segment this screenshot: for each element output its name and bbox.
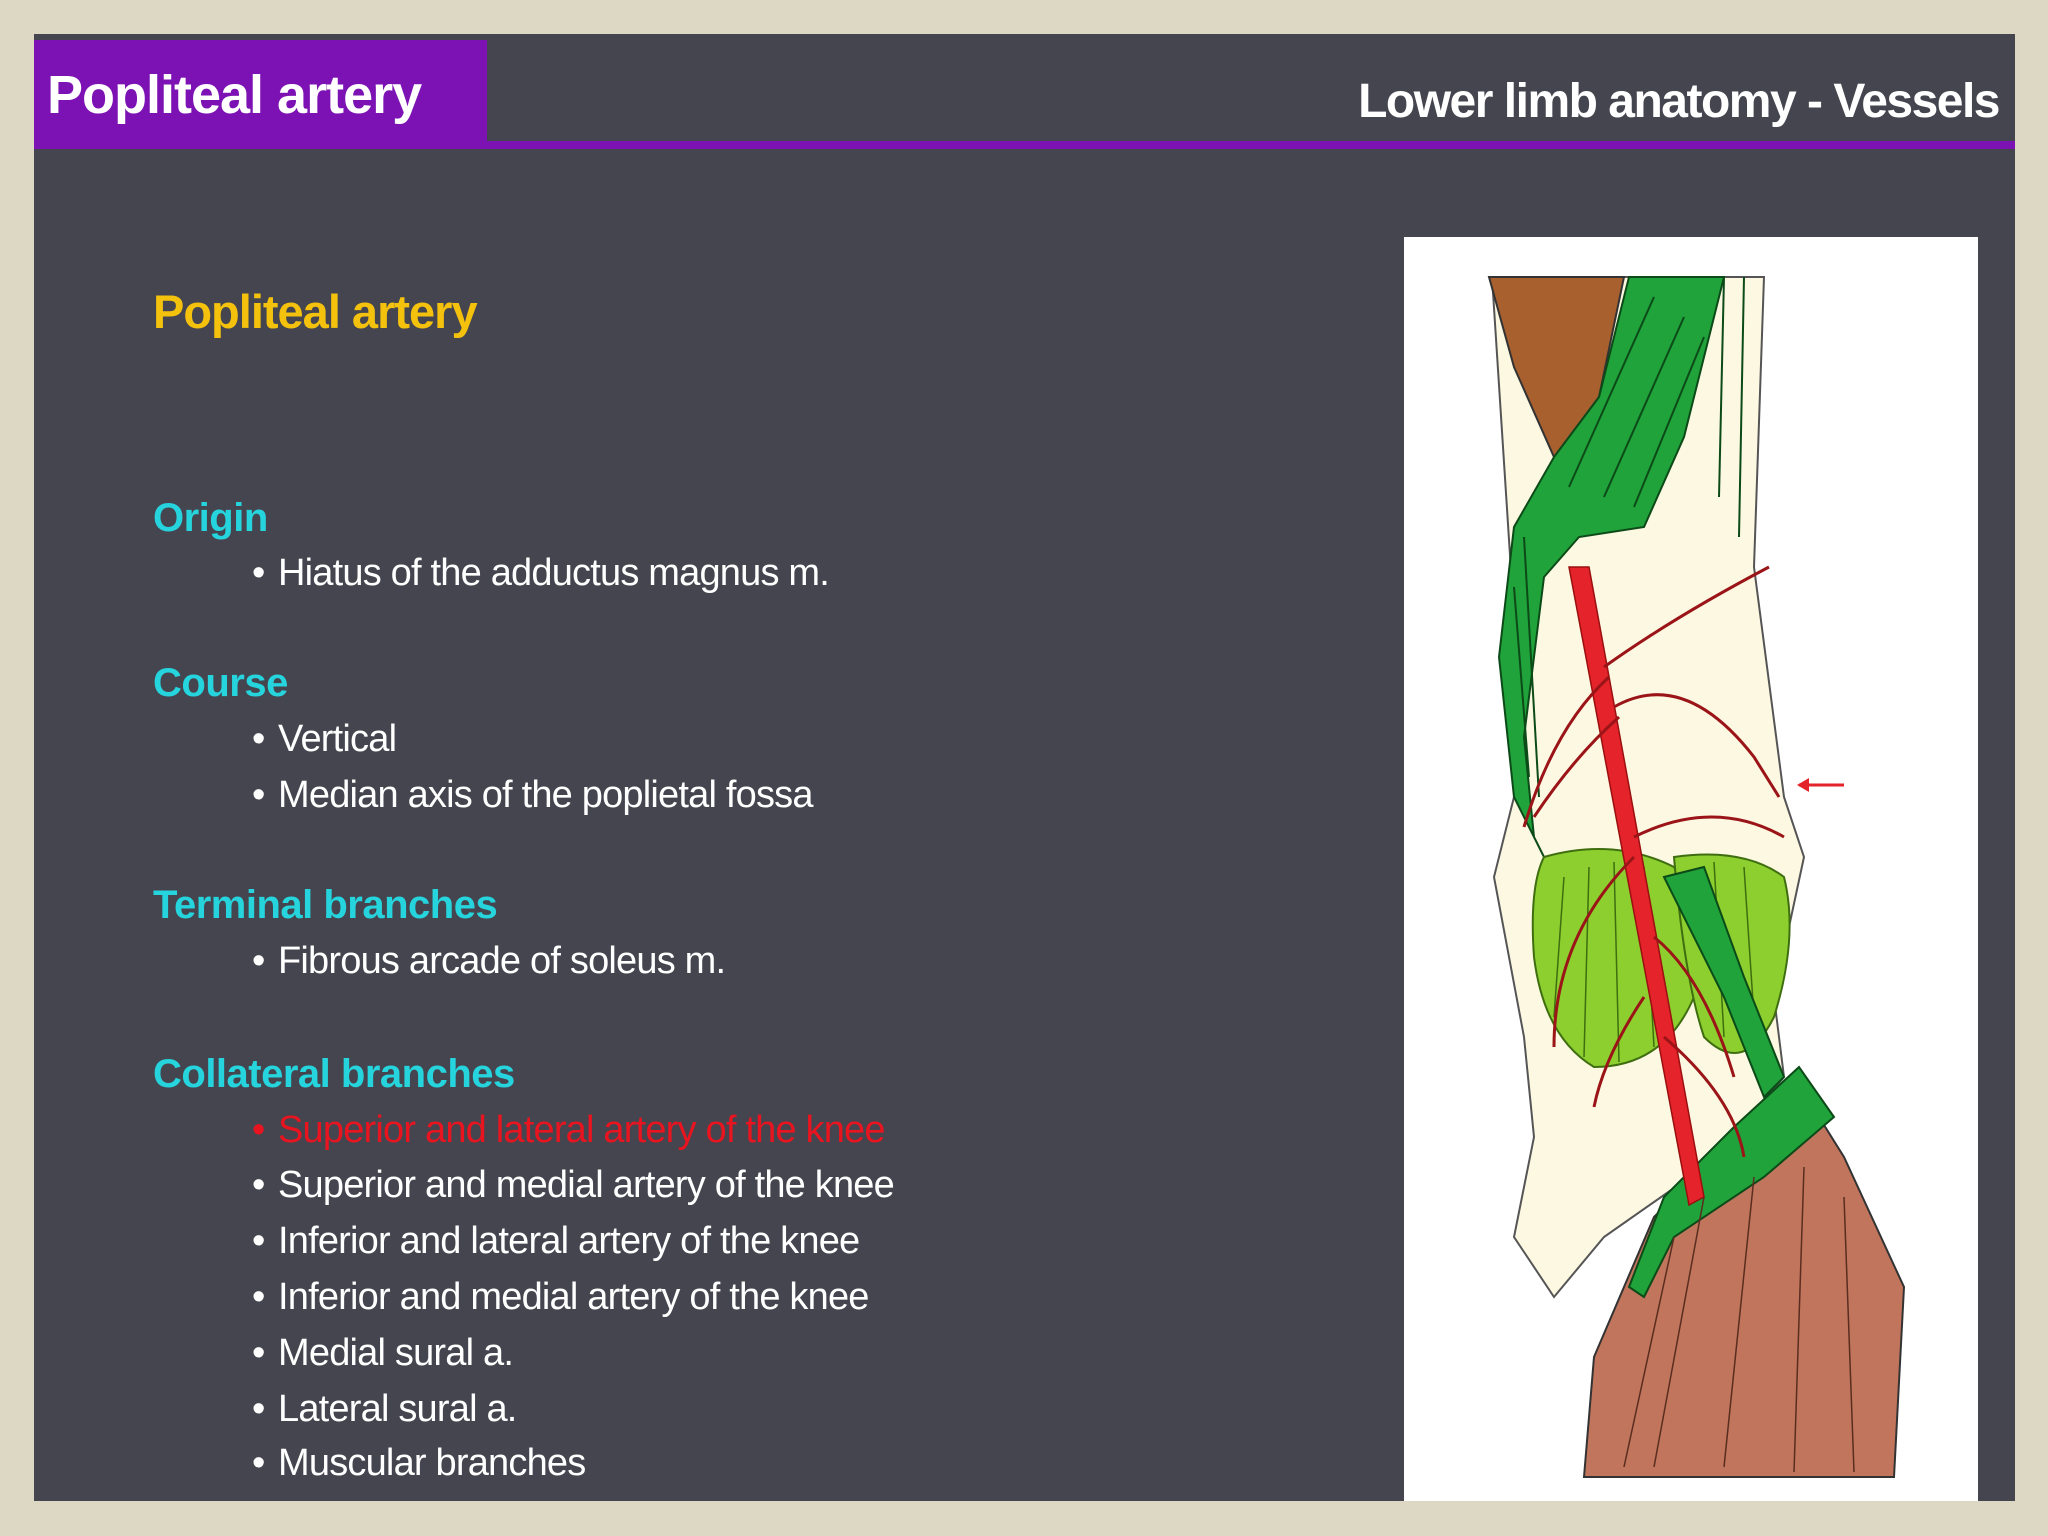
slide: Popliteal artery Lower limb anatomy - Ve… — [34, 34, 2015, 1501]
popliteal-fossa-illustration — [1487, 276, 1906, 1478]
bullet-item: •Median axis of the poplietal fossa — [252, 774, 814, 816]
section-heading-origin: Origin — [153, 496, 268, 540]
header-tab: Popliteal artery — [34, 40, 487, 145]
header-subtitle: Lower limb anatomy - Vessels — [1358, 75, 2000, 128]
bullet-item: •Inferior and lateral artery of the knee — [252, 1220, 860, 1262]
bullet-item-highlighted: •Superior and lateral artery of the knee — [252, 1109, 886, 1151]
bullet-item: •Fibrous arcade of soleus m. — [252, 940, 726, 982]
bullet-item: •Superior and medial artery of the knee — [252, 1164, 895, 1206]
section-heading-collateral-branches: Collateral branches — [153, 1052, 515, 1096]
bullet-item: •Hiatus of the adductus magnus m. — [252, 552, 830, 594]
bullet-item: •Muscular branches — [252, 1442, 586, 1484]
bullet-item: •Lateral sural a. — [252, 1388, 517, 1430]
content-title: Popliteal artery — [153, 285, 478, 338]
bullet-item: •Medial sural a. — [252, 1332, 514, 1374]
pointer-arrow-icon — [1797, 778, 1844, 792]
anatomy-illustration-panel — [1404, 237, 1978, 1501]
section-heading-course: Course — [153, 661, 288, 705]
header-title: Popliteal artery — [47, 65, 422, 125]
section-heading-terminal-branches: Terminal branches — [153, 883, 498, 927]
header-divider — [34, 141, 2015, 149]
bullet-item: •Vertical — [252, 718, 397, 760]
bullet-item: •Inferior and medial artery of the knee — [252, 1276, 869, 1318]
